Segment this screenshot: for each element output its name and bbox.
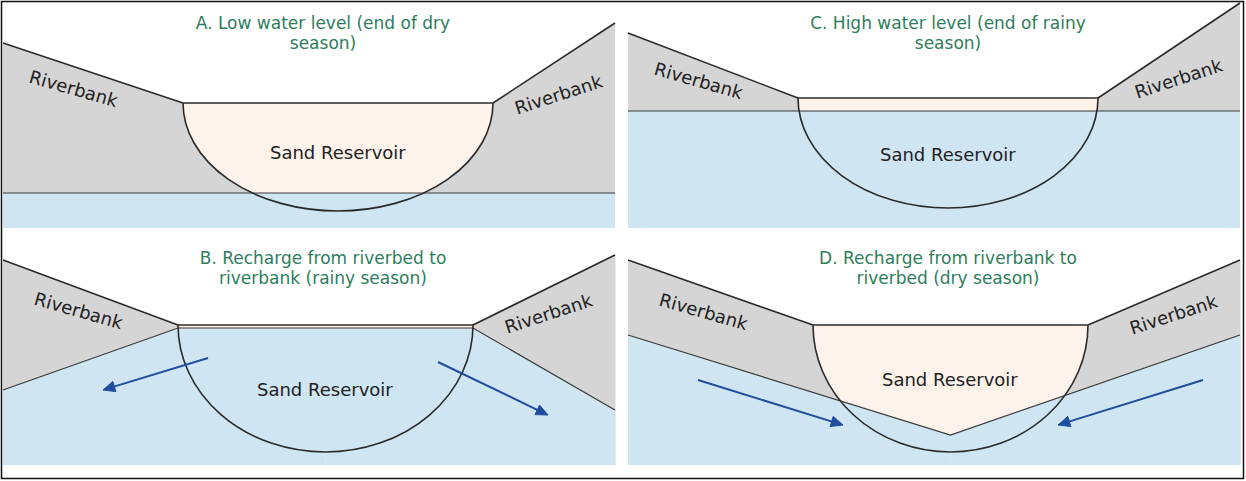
panel-title: D. Recharge from riverbank to riverbed (… xyxy=(788,248,1108,289)
ground-line xyxy=(3,43,183,103)
groundwater-fill xyxy=(3,193,615,228)
sand-surface-line xyxy=(798,97,1098,98)
groundwater-fill xyxy=(3,193,615,228)
panel-title: B. Recharge from riverbed to riverbank (… xyxy=(163,248,483,289)
shape-outline xyxy=(951,260,1241,465)
shape-label: Sand Reservoir xyxy=(270,142,406,164)
flow-arrowhead xyxy=(830,416,843,426)
ground-line xyxy=(628,33,798,98)
channel-bed-line xyxy=(178,325,473,452)
cross-section xyxy=(628,260,1240,452)
channel-bed-line xyxy=(813,325,1088,452)
flow-arrow xyxy=(111,358,208,388)
sand-surface-line xyxy=(183,102,493,103)
riverbank-shape: Riverbank xyxy=(338,23,615,228)
groundwater-fill xyxy=(628,335,1240,465)
water-table-line xyxy=(3,328,615,410)
riverbank-shape: Riverbank xyxy=(948,3,1240,228)
channel-bed-line xyxy=(798,98,1098,208)
cross-section xyxy=(628,3,1240,208)
shape-label: Sand Reservoir xyxy=(882,369,1018,391)
shape-label: Sand Reservoir xyxy=(257,379,393,401)
groundwater-fill xyxy=(628,111,1240,228)
groundwater-fill xyxy=(628,111,1240,228)
flow-arrow xyxy=(1066,380,1203,423)
shape-outline xyxy=(948,3,1240,228)
flow-arrow xyxy=(438,362,541,412)
water-table-line xyxy=(628,335,1240,435)
shape-label: Sand Reservoir xyxy=(880,144,1016,166)
panel-title: C. High water level (end of rainy season… xyxy=(788,13,1108,54)
ground-line xyxy=(493,23,615,103)
sand-surface-line xyxy=(813,324,1088,325)
channel-bed-line xyxy=(183,103,493,211)
ground-line xyxy=(473,255,615,325)
flow-arrowhead xyxy=(535,405,548,415)
groundwater-fill xyxy=(3,328,615,465)
ground-line xyxy=(628,260,813,325)
groundwater-fill xyxy=(3,193,615,228)
panel-title: A. Low water level (end of dry season) xyxy=(163,13,483,54)
flow-arrowhead xyxy=(1058,416,1071,426)
ground-line xyxy=(1088,260,1240,325)
groundwater-fill xyxy=(628,111,1240,228)
ground-line xyxy=(3,260,178,325)
riverbank-shape: Riverbank xyxy=(951,260,1241,465)
shape-outline xyxy=(338,23,615,228)
ground-line xyxy=(1098,3,1240,98)
sand-surface-line xyxy=(178,324,473,325)
flow-arrowhead xyxy=(103,381,116,391)
water-table-line xyxy=(3,192,615,193)
flow-arrow xyxy=(698,380,835,423)
water-table-line xyxy=(628,110,1240,111)
